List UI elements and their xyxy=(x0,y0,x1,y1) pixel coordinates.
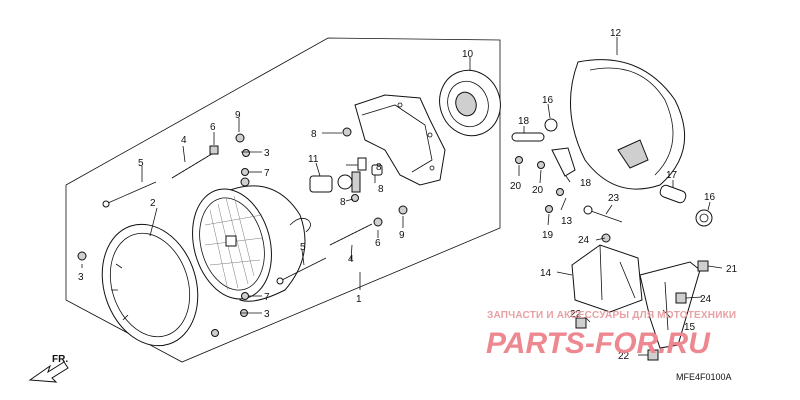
grommet-16a xyxy=(544,118,558,132)
label-8d: 8 xyxy=(340,197,346,208)
label-9b: 9 xyxy=(399,230,405,241)
headlight-bulb xyxy=(309,127,367,202)
grommet-16b xyxy=(695,209,713,227)
small-fasteners xyxy=(77,133,408,337)
label-18a: 18 xyxy=(518,116,530,127)
label-9a: 9 xyxy=(235,110,241,121)
label-13: 13 xyxy=(561,216,573,227)
label-17: 17 xyxy=(666,170,678,181)
bolt-23 xyxy=(583,205,623,223)
headlight-unit xyxy=(192,177,311,302)
label-15: 15 xyxy=(684,322,696,333)
adjusting-spring-upper xyxy=(171,151,216,179)
label-22b: 22 xyxy=(618,351,630,362)
label-24a: 24 xyxy=(578,235,590,246)
front-arrow-icon xyxy=(28,361,69,383)
assembly-boundary xyxy=(65,37,501,363)
collar-17 xyxy=(659,184,687,204)
adjusting-screw-upper xyxy=(102,181,157,208)
label-8c: 8 xyxy=(378,184,384,195)
watermark: ЗАПЧАСТИ И АКСЕССУАРЫ ДЛЯ МОТОТЕХНИКИ PA… xyxy=(486,310,736,360)
label-7b: 7 xyxy=(264,292,270,303)
mounting-bracket-15 xyxy=(639,261,701,349)
label-23: 23 xyxy=(608,193,620,204)
label-11: 11 xyxy=(308,154,319,165)
label-5b: 5 xyxy=(300,242,306,253)
label-24b: 24 xyxy=(700,294,712,305)
label-22a: 22 xyxy=(570,309,582,320)
label-20b: 20 xyxy=(532,185,544,196)
label-4a: 4 xyxy=(181,135,187,146)
watermark-line2: PARTS-FOR.RU xyxy=(486,327,711,360)
label-8b: 8 xyxy=(376,162,382,173)
label-6a: 6 xyxy=(210,122,216,133)
label-20a: 20 xyxy=(510,181,522,192)
diagram-code: MFE4F0100A xyxy=(676,372,732,382)
label-2: 2 xyxy=(150,198,156,209)
label-3a: 3 xyxy=(78,272,84,283)
label-18b: 18 xyxy=(580,178,592,189)
callout-labels: 1 2 3 3 3 4 4 5 5 6 6 7 7 8 8 8 8 9 9 10… xyxy=(78,28,738,362)
adjusting-screw-lower xyxy=(276,257,327,285)
label-3c: 3 xyxy=(264,309,270,320)
watermark-line1: ЗАПЧАСТИ И АКСЕССУАРЫ ДЛЯ МОТОТЕХНИКИ xyxy=(487,310,736,321)
label-6b: 6 xyxy=(375,238,381,249)
label-10: 10 xyxy=(462,49,474,60)
label-14: 14 xyxy=(540,268,552,279)
bracket-18b xyxy=(551,147,576,177)
label-21: 21 xyxy=(726,264,738,275)
mounting-bracket-14 xyxy=(571,233,643,313)
front-marker: FR. xyxy=(52,354,68,365)
leader-lines xyxy=(81,37,723,356)
label-16a: 16 xyxy=(542,95,554,106)
label-16b: 16 xyxy=(704,192,716,203)
label-8a: 8 xyxy=(311,129,317,140)
label-1: 1 xyxy=(356,294,362,305)
label-19: 19 xyxy=(542,230,554,241)
headlight-rim xyxy=(101,223,199,347)
label-4b: 4 xyxy=(348,254,354,265)
adjusting-spring-lower xyxy=(329,223,373,246)
small-screws-right xyxy=(515,156,564,213)
label-12: 12 xyxy=(610,28,622,39)
label-7a: 7 xyxy=(264,168,270,179)
headlight-case xyxy=(570,59,686,190)
label-5a: 5 xyxy=(138,158,144,169)
bulb-cover xyxy=(439,69,501,137)
strap-18a xyxy=(511,132,545,142)
label-3b: 3 xyxy=(264,148,270,159)
socket-bracket xyxy=(354,94,446,186)
